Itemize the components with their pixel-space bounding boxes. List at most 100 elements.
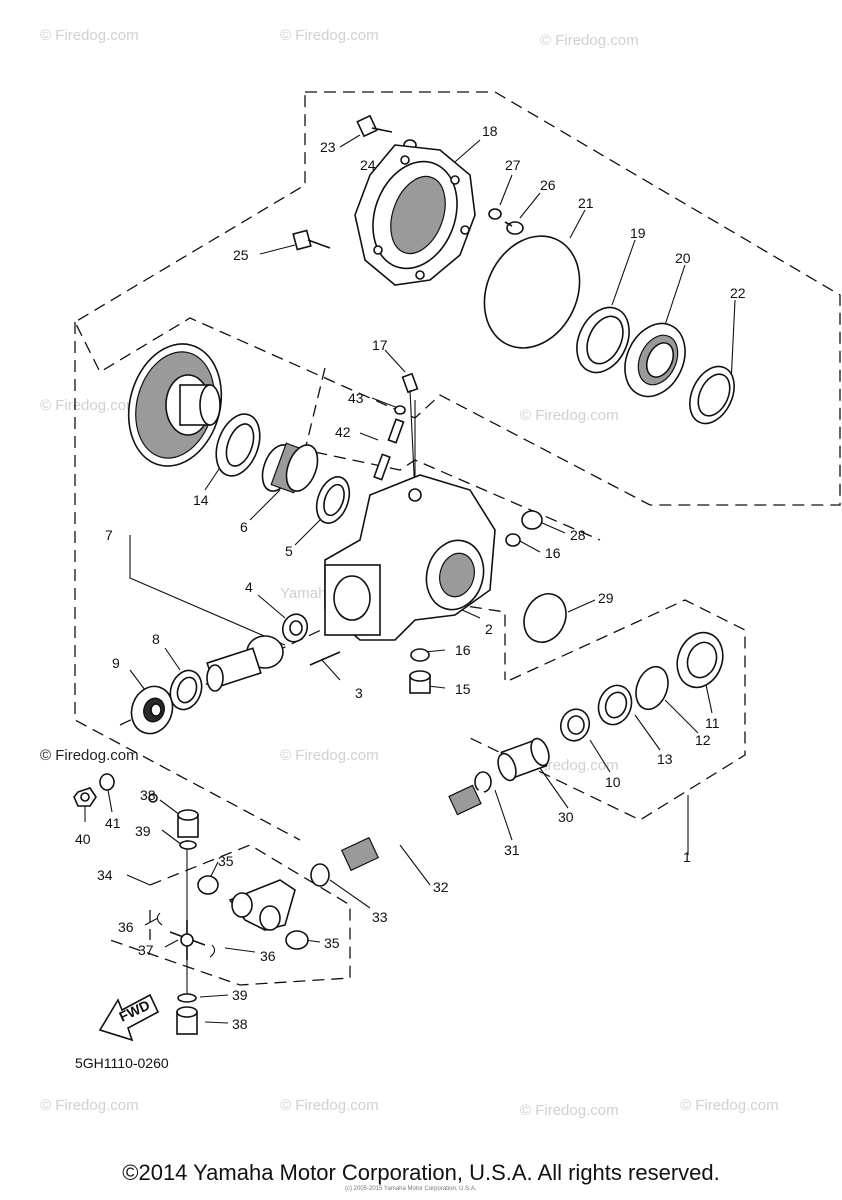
washer-16-icon [505, 533, 521, 547]
circlip-31-icon [474, 771, 492, 793]
callout-25: 25 [233, 247, 249, 263]
bearing-4-icon [281, 613, 309, 643]
drive-shaft-32-icon [340, 784, 485, 872]
bolt-26-icon [504, 221, 524, 235]
pin-42-icon [373, 418, 405, 481]
callout-5: 5 [285, 543, 293, 559]
o-ring-12-icon [635, 665, 669, 711]
callout-2: 2 [485, 621, 493, 637]
clip-36-upper-icon [156, 912, 163, 926]
washer-41-icon [99, 773, 115, 791]
callout-20: 20 [675, 250, 691, 266]
watermark-dark: © Firedog.com [40, 747, 139, 764]
watermark: © Firedog.com [680, 1097, 779, 1114]
callout-19: 19 [630, 225, 646, 241]
callout-1: 1 [683, 849, 691, 865]
callout-10: 10 [605, 774, 621, 790]
callout-16-lower: 16 [455, 642, 471, 658]
callout-37: 37 [138, 942, 154, 958]
callout-labels: 23 24 18 27 26 21 19 20 22 25 17 43 42 1… [75, 123, 746, 1032]
watermark: © Firedog.com [520, 1102, 619, 1119]
watermark: © Firedog.com [40, 27, 139, 44]
callout-23: 23 [320, 139, 336, 155]
oil-seal-13-icon [597, 684, 633, 726]
watermarks: © Firedog.com © Firedog.com © Firedog.co… [40, 27, 779, 1119]
callout-26: 26 [540, 177, 556, 193]
callout-22: 22 [730, 285, 746, 301]
plug-28-icon [521, 510, 543, 530]
coupling-30-icon [497, 737, 550, 782]
callout-3: 3 [355, 685, 363, 701]
stud-3-icon [309, 651, 341, 666]
callout-24: 24 [360, 157, 376, 173]
washer-16-lower-icon [410, 648, 430, 662]
watermark: © Firedog.com [280, 747, 379, 764]
gear-case-2-icon [324, 474, 496, 641]
nut-40-icon [73, 787, 97, 807]
bolt-25-icon [292, 229, 331, 251]
watermark: © Firedog.com [280, 27, 379, 44]
shim-5-icon [315, 476, 351, 524]
callout-43: 43 [348, 390, 364, 406]
callout-38-lower: 38 [232, 1016, 248, 1032]
callout-33: 33 [372, 909, 388, 925]
callout-9: 9 [112, 655, 120, 671]
callout-13: 13 [657, 751, 673, 767]
callout-40: 40 [75, 831, 91, 847]
callout-28: 28 [570, 527, 586, 543]
watermark: © Firedog.com [520, 407, 619, 424]
callout-31: 31 [504, 842, 520, 858]
collar-10-icon [559, 708, 591, 742]
callout-39-lower: 39 [232, 987, 248, 1003]
fwd-arrow-icon: FWD [98, 993, 160, 1042]
callout-4: 4 [245, 579, 253, 595]
callout-16-upper: 16 [545, 545, 561, 561]
drain-plug-15-icon [409, 670, 431, 694]
bearing-cap-35-lower-icon [285, 930, 309, 950]
callout-35-lower: 35 [324, 935, 340, 951]
washer-27-icon [488, 208, 502, 220]
callout-15: 15 [455, 681, 471, 697]
watermark: © Firedog.com [40, 397, 139, 414]
bearing-20-icon [624, 322, 686, 398]
shim-22-icon [689, 365, 735, 425]
callout-11: 11 [705, 715, 720, 731]
callout-41: 41 [105, 815, 121, 831]
diagram-code: 5GH1110-0260 [75, 1055, 169, 1071]
bearing-14-icon [215, 413, 261, 477]
exploded-parts-diagram: © Firedog.com © Firedog.com © Firedog.co… [40, 27, 841, 1119]
ring-nut-11-icon [676, 631, 724, 689]
callout-29: 29 [598, 590, 614, 606]
callout-8: 8 [152, 631, 160, 647]
gear-case-cover-18-icon [354, 144, 476, 286]
yoke-34-icon [228, 879, 296, 931]
ring-gear-7-icon [127, 343, 223, 467]
callout-7: 7 [105, 527, 113, 543]
universal-joint-spider-37-icon [169, 920, 206, 960]
bushing-38-upper-icon [177, 809, 199, 838]
bearing-9-icon [130, 685, 174, 735]
bolt-23-icon [356, 114, 393, 138]
circlip-33-icon [310, 863, 330, 887]
callout-38-upper: 38 [140, 787, 156, 803]
callout-21: 21 [578, 195, 594, 211]
callout-34: 34 [97, 867, 113, 883]
clip-39-lower-icon [177, 993, 197, 1003]
needle-bearing-6-icon [261, 442, 319, 494]
small-washer-38-icon [148, 793, 158, 803]
watermark: © Firedog.com [40, 1097, 139, 1114]
parts: FWD [73, 114, 735, 1042]
callout-27: 27 [505, 157, 521, 173]
clip-39-upper-icon [179, 840, 197, 850]
callout-39-upper: 39 [135, 823, 151, 839]
watermark: © Firedog.com [280, 1097, 379, 1114]
pinion-gear-icon [206, 635, 284, 692]
callout-30: 30 [558, 809, 574, 825]
callout-42: 42 [335, 424, 351, 440]
copyright-notice: ©2014 Yamaha Motor Corporation, U.S.A. A… [122, 1160, 720, 1185]
callout-6: 6 [240, 519, 248, 535]
callout-36-upper: 36 [118, 919, 134, 935]
o-ring-43-icon [394, 405, 406, 415]
clip-36-lower-icon [209, 944, 216, 958]
